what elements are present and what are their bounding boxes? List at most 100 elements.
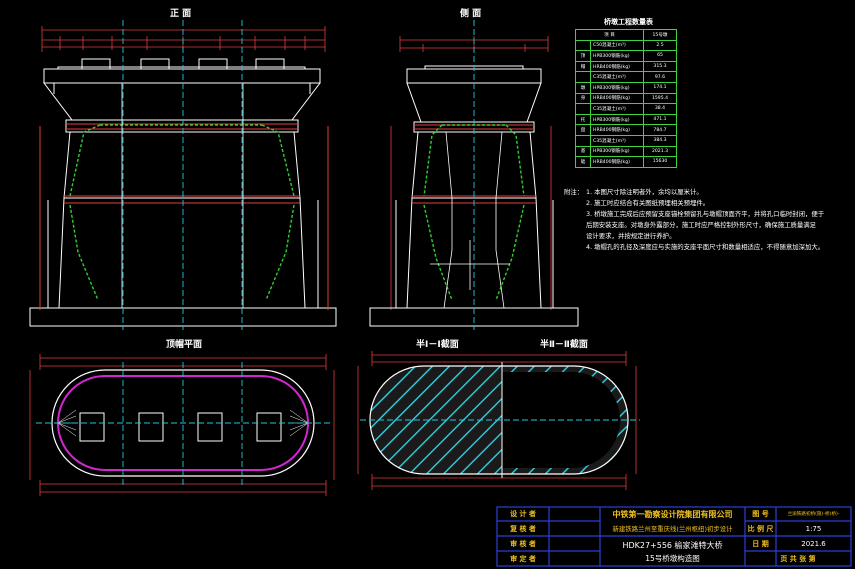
quantity-item: HPB300钢筋(kg) — [590, 81, 644, 94]
role-approver: 审 定 者 — [510, 554, 536, 563]
quantity-item: C35混凝土(m³) — [590, 103, 644, 115]
quantity-value: 38.4 — [643, 103, 677, 115]
side-inner-lines — [430, 131, 510, 309]
section-1-title: 半Ⅰ－Ⅰ截面 — [416, 340, 459, 350]
quantity-group — [575, 71, 591, 83]
quantity-value: 97.6 — [643, 71, 677, 83]
front-red-bands — [39, 123, 329, 310]
quantity-group — [575, 39, 591, 52]
quantity-value: 315.3 — [643, 60, 677, 73]
front-rebar — [69, 124, 295, 301]
role-reviewer: 审 核 者 — [510, 539, 536, 548]
quantity-row: C35混凝土(m³)97.6 — [575, 71, 677, 83]
quantity-item: HRB400钢筋(kg) — [590, 156, 644, 168]
title-block: 设 计 者 复 核 者 审 核 者 审 定 者 中铁第一勘察设计院集团有限公司 … — [497, 507, 851, 566]
role-designer: 设 计 者 — [510, 510, 536, 518]
field-value-scale: 1:75 — [805, 524, 822, 533]
quantity-value: 784.7 — [643, 124, 677, 136]
field-label-pages: 页 共 张 第 — [780, 554, 816, 563]
quantity-row: C35混凝土(m³)384.3 — [575, 134, 677, 147]
front-centerlines — [122, 20, 243, 330]
quantity-value: 65 — [643, 50, 677, 62]
bridge-name: HDK27+556 榆家滩特大桥 — [622, 540, 723, 550]
top-plan-title: 顶帽平面 — [166, 340, 203, 350]
front-pier-cap — [42, 58, 322, 133]
quantity-row: C50混凝土(m³)2.5 — [575, 39, 677, 52]
role-checker: 复 核 者 — [510, 524, 536, 533]
notes-block: 附注： 1. 本图尺寸除注明者外，余均以厘米计。 2. 施工时应结合有关图纸预埋相… — [564, 187, 846, 253]
front-view-title: 正 面 — [170, 9, 192, 19]
quantity-item: HRB400钢筋(kg) — [590, 60, 644, 73]
quantity-group — [575, 103, 591, 115]
quantity-value: 2021.3 — [643, 145, 677, 158]
quantity-value: 15630 — [643, 156, 677, 168]
notes-heading: 附注： — [564, 188, 584, 196]
quantity-item: HRB400钢筋(kg) — [590, 124, 644, 136]
top-plan-view — [29, 354, 335, 496]
quantity-header-item: 项 目 — [575, 29, 644, 41]
title-block-frame — [496, 506, 852, 567]
quantity-table-header: 项 目 15号墩 — [575, 29, 677, 41]
quantity-value: 174.1 — [643, 81, 677, 94]
quantity-group: 盘 — [575, 124, 591, 136]
quantity-row: C35混凝土(m³)38.4 — [575, 103, 677, 115]
front-inner-lines — [121, 83, 244, 308]
quantity-value: 2.5 — [643, 39, 677, 52]
notes-list: 1. 本图尺寸除注明者外，余均以厘米计。 2. 施工时应结合有关图纸预埋相关预埋件… — [564, 187, 846, 253]
quantity-value: 384.3 — [643, 134, 677, 147]
field-label-drawing-no: 图 号 — [752, 510, 769, 518]
quantity-item: HPB300钢筋(kg) — [590, 145, 644, 158]
field-value-date: 2021.6 — [801, 539, 826, 548]
side-view — [369, 20, 579, 330]
quantity-item: C35混凝土(m³) — [590, 134, 644, 147]
quantity-group: 础 — [575, 156, 591, 168]
note-item: 2. 施工时应结合有关图纸预埋相关预埋件。 — [586, 199, 710, 207]
plan-radial-rebar — [57, 409, 309, 437]
quantity-group: 墩 — [575, 81, 591, 94]
quantity-item: HPB300钢筋(kg) — [590, 50, 644, 62]
field-label-date: 日 期 — [752, 539, 769, 548]
section-view — [357, 351, 640, 490]
section-dimensions — [357, 351, 637, 490]
quantity-item: C50混凝土(m³) — [590, 39, 644, 52]
quantity-header-pier: 15号墩 — [643, 29, 677, 41]
project-name: 新建铁路兰州至重庆线(兰州枢纽)初步设计 — [612, 525, 733, 533]
field-value-drawing-no: 兰渝铁路初桥(施)-桥(桥)- — [787, 512, 840, 517]
quantity-group: 托 — [575, 113, 591, 126]
side-top-dimensions — [390, 36, 552, 310]
quantity-group — [575, 134, 591, 147]
quantity-item: HRB400钢筋(kg) — [590, 92, 644, 105]
note-item: 设计要求，并按规定进行养护。 — [586, 232, 676, 240]
quantity-item: C35混凝土(m³) — [590, 71, 644, 83]
section-2-title: 半Ⅱ－Ⅱ截面 — [540, 340, 588, 350]
field-label-scale: 比 例 尺 — [747, 524, 774, 533]
note-item: 3. 桥墩施工完成后应预留支座锚栓预留孔与墩帽顶面齐平，并将孔口临时封闭，便于 — [586, 210, 825, 218]
front-top-dimensions — [41, 26, 326, 52]
quantity-value: 471.1 — [643, 113, 677, 126]
quantity-value: 1595.4 — [643, 92, 677, 105]
quantity-table-title: 桥墩工程数量表 — [604, 18, 653, 26]
quantity-group: 身 — [575, 92, 591, 105]
plan-centerlines — [36, 362, 332, 488]
quantity-group: 基 — [575, 145, 591, 158]
side-view-title: 侧 面 — [460, 9, 482, 19]
note-item: 1. 本图尺寸除注明者外，余均以厘米计。 — [586, 188, 703, 196]
quantity-item: HPB300钢筋(kg) — [590, 113, 644, 126]
section-hatch-ring — [502, 366, 628, 474]
quantity-group: 帽 — [575, 60, 591, 73]
front-view — [29, 20, 337, 330]
note-item: 4. 墩帽孔的孔径及深度应与实施的支座平面尺寸和数量相适应，不得随意加深加大。 — [586, 243, 825, 251]
plan-anchor-holes — [79, 412, 282, 442]
drawing-name: 15号桥墩构造图 — [645, 554, 700, 563]
company-name: 中铁第一勘察设计院集团有限公司 — [612, 509, 733, 519]
note-item: 后期安装支座。对墩身外露部分，施工时应严格控制外形尺寸，确保施工质量满足 — [586, 221, 817, 229]
